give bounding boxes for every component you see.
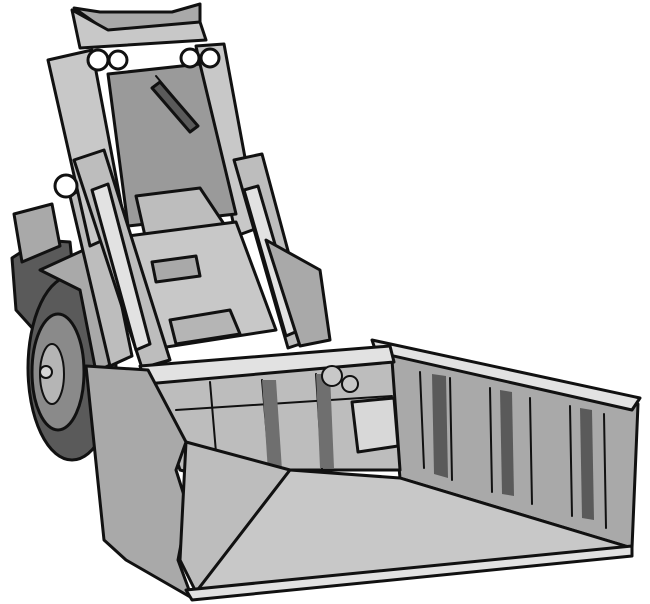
bucket — [84, 338, 642, 602]
light-icon — [199, 47, 221, 69]
lift-arms — [72, 148, 332, 370]
light-icon — [179, 47, 201, 69]
light-icon — [53, 173, 79, 199]
light-icon — [107, 49, 129, 71]
light-icon — [86, 48, 110, 72]
operator-deck — [126, 220, 278, 350]
